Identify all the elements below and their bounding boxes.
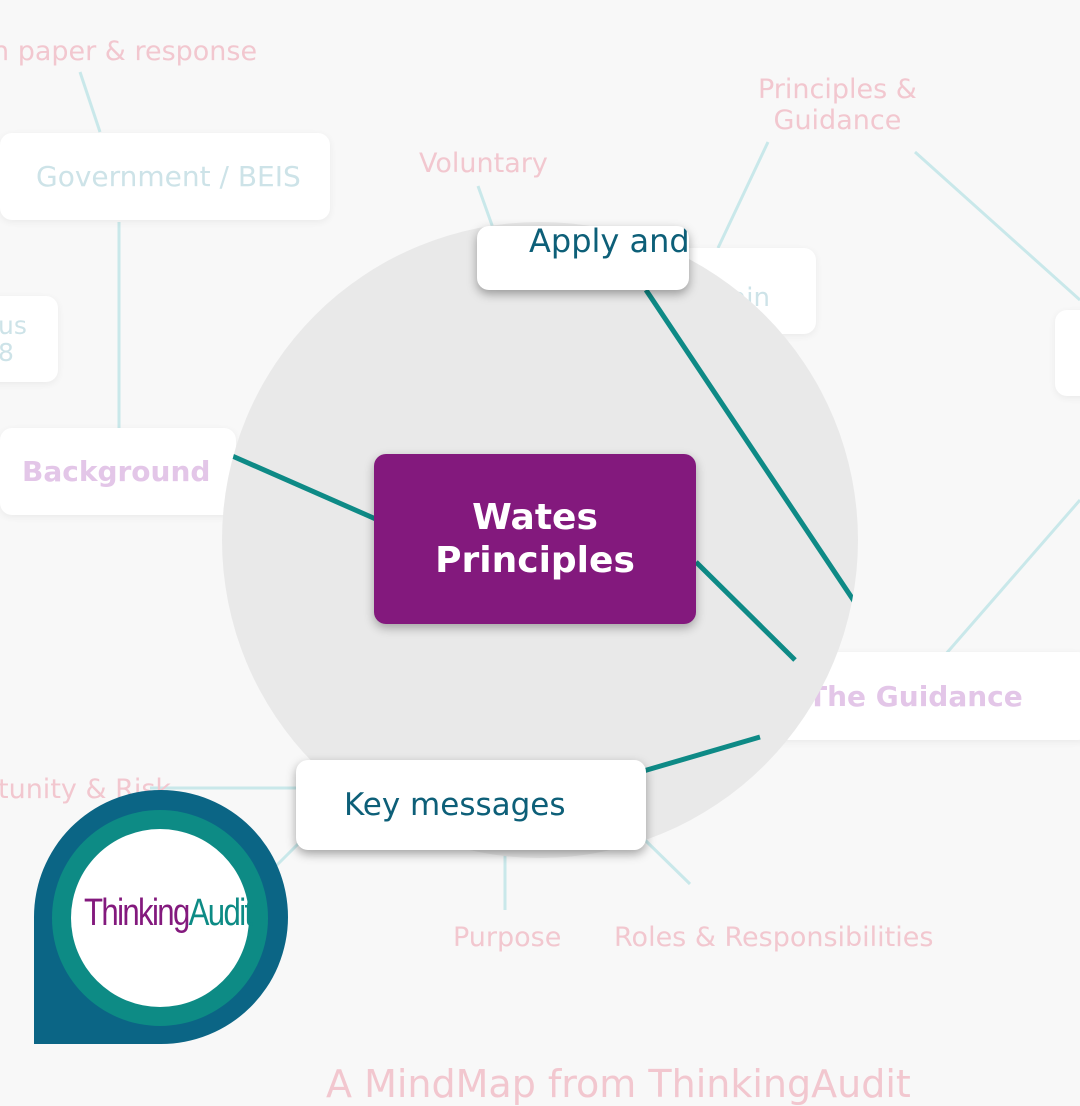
government-label: Government / BEIS [36, 160, 301, 193]
voluntary-label: Voluntary [419, 148, 548, 179]
principles-guidance-line-2: Guidance [773, 105, 902, 137]
status-label-2: 8 [0, 338, 14, 367]
apply-explain-node[interactable]: Apply and Explain [477, 226, 689, 290]
apply-explain-label: Apply and Explain [529, 226, 689, 260]
right-edge-node[interactable] [1055, 310, 1080, 396]
purpose-label: Purpose [453, 922, 562, 953]
logo-wordmark: ThinkingAudit [84, 892, 253, 934]
connector-background [228, 452, 380, 523]
status-node[interactable]: us 8 [0, 296, 58, 382]
background-branch-node[interactable]: Background [0, 428, 236, 515]
connector-key-messages [639, 734, 761, 775]
government-node[interactable]: Government / BEIS [0, 133, 330, 220]
thinkingaudit-logo [33, 790, 288, 1045]
logo-word-audit: Audit [188, 892, 253, 934]
status-label-1: us [0, 310, 27, 340]
paper-response-label: n paper & response [0, 36, 258, 67]
logo-word-thinking: Thinking [84, 892, 190, 934]
key-messages-label: Key messages [344, 787, 566, 823]
key-messages-node[interactable]: Key messages [296, 760, 646, 850]
central-topic-line-2: Principles [435, 540, 635, 581]
connector-apply [643, 288, 858, 612]
background-connectors [78, 71, 1080, 910]
roles-label: Roles & Responsibilities [614, 922, 934, 953]
principles-guidance-line-1: Principles & [758, 74, 917, 105]
guidance-branch-label: The Guidance [808, 679, 1023, 713]
central-topic-line-1: Wates [472, 496, 598, 538]
central-topic-node[interactable]: Wates Principles [374, 454, 696, 624]
background-branch-label: Background [22, 455, 211, 488]
connector-guidance [694, 560, 797, 662]
principles-guidance-label: Principles & Guidance [758, 74, 917, 136]
